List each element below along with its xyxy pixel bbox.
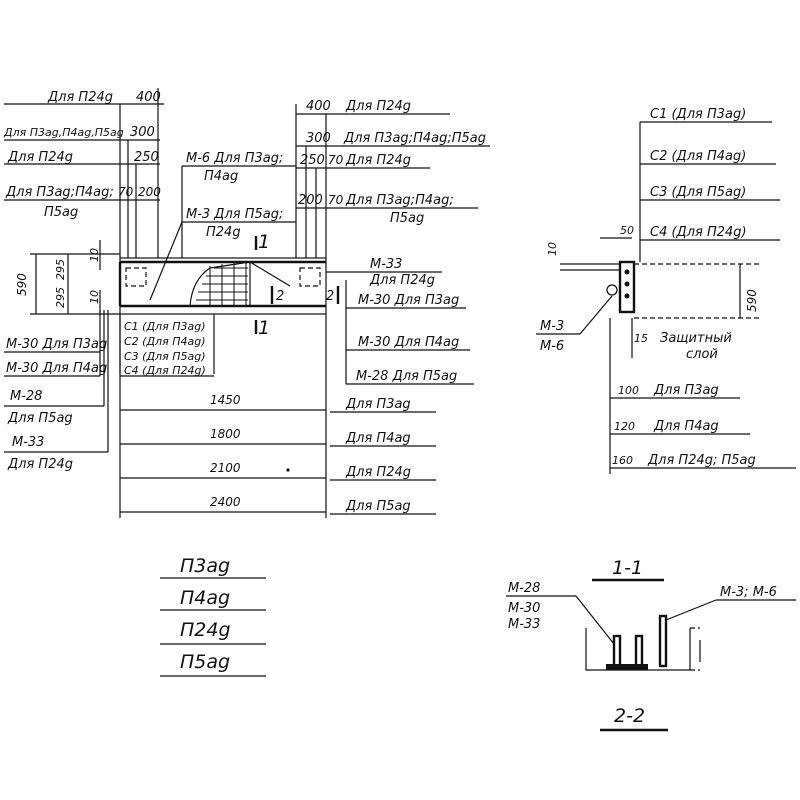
dim-10b: 10 xyxy=(88,290,101,304)
section-1-1: С1 (Для П3ag) С2 (Для П4ag) С3 (Для П5ag… xyxy=(536,107,796,582)
rt-label-for-p24g: Для П24g xyxy=(345,99,411,114)
length-2100-label: Для П24g xyxy=(345,465,411,480)
mark-list: П3ag П4ag П24g П5ag xyxy=(160,555,266,677)
dim-295b: 295 xyxy=(54,287,67,308)
length-2400-label: Для П5ag xyxy=(345,499,411,514)
c-list-c3: С3 (Для П5ag) xyxy=(124,350,206,363)
sec1-dim-590: 590 xyxy=(745,289,759,312)
sec1-depth-160-label: Для П24g; П5ag xyxy=(647,453,756,468)
mark-p5ag: П5ag xyxy=(180,651,230,673)
sec1-depth-100: 100 xyxy=(618,384,639,397)
rt-label-for-p3-p4-p5: Для П3ag;П4ag;П5ag xyxy=(343,131,486,146)
c-list: С1 (Для П3ag) С2 (Для П4ag) С3 (Для П5ag… xyxy=(119,314,215,377)
sec1-protective-2: слой xyxy=(686,347,718,362)
mark-p24g: П24g xyxy=(180,619,231,641)
cut-1-bottom: 1 xyxy=(258,317,270,339)
sec2-m3-m6: М-3; М-6 xyxy=(720,585,777,600)
sec1-c3: С3 (Для П5ag) xyxy=(650,185,746,200)
rs-label-for-p24: Для П24g xyxy=(369,273,435,288)
rt-label-for-p3-p4: Для П3ag;П4ag; xyxy=(345,193,454,208)
label-for-p24: Для П24g xyxy=(7,457,73,472)
rs-label-m30-p3: М-30 Для П3ag xyxy=(358,293,459,308)
sec1-m6: М-6 xyxy=(540,339,564,354)
sec1-dim-50: 50 xyxy=(620,224,634,237)
dim-400: 400 xyxy=(136,90,161,105)
dim-300: 300 xyxy=(130,125,155,140)
sec1-m3: М-3 xyxy=(540,319,564,334)
rt-dim-250: 250 xyxy=(300,153,325,168)
sec1-dim-15: 15 xyxy=(634,332,648,345)
rt-dim-70: 70 xyxy=(328,153,344,167)
left-dims: 590 295 295 10 10 xyxy=(15,240,120,315)
rs-label-m28-p5: М-28 Для П5ag xyxy=(356,369,457,384)
length-1450: 1450 xyxy=(210,393,241,407)
sec2-m33: М-33 xyxy=(508,617,540,632)
rt-dim-300: 300 xyxy=(306,131,331,146)
center-callouts: М-6 Для П3ag; П4ag М-3 Для П5ag; П24g 1 … xyxy=(149,151,340,339)
label-m28: М-28 xyxy=(10,389,42,404)
left-side-callouts: М-30 Для П3ag М-30 Для П4ag М-28 Для П5a… xyxy=(4,310,109,472)
sec1-dim-10: 10 xyxy=(546,242,559,256)
label-for-p3-p4-p5: Для П3ag,П4ag,П5ag xyxy=(3,126,124,139)
label-for-p3-p4: Для П3ag;П4ag; xyxy=(5,185,114,200)
sec1-c1: С1 (Для П3ag) xyxy=(650,107,746,122)
dim-295a: 295 xyxy=(54,259,67,280)
label-p5ag: П5ag xyxy=(44,205,78,220)
label-m3-p5: М-3 Для П5ag; xyxy=(186,207,283,222)
sec1-c4: С4 (Для П24g) xyxy=(650,225,747,240)
sec2-title: 2-2 xyxy=(614,705,645,727)
beam-elevation xyxy=(118,257,327,315)
rt-dim-400: 400 xyxy=(306,99,331,114)
length-dims: 1450 Для П3ag 1800 Для П4ag 2100 Для П24… xyxy=(119,314,436,518)
cut-2-right: 2 xyxy=(326,289,334,304)
rt-dim-200: 200 xyxy=(298,193,323,208)
cut-2-left: 2 xyxy=(276,289,284,304)
label-m30-p3: М-30 Для П3ag xyxy=(6,337,107,352)
dim-590: 590 xyxy=(15,273,29,296)
dim-70: 70 xyxy=(118,185,134,199)
c-list-c2: С2 (Для П4ag) xyxy=(124,335,206,348)
label-for-p24g: Для П24g xyxy=(47,90,113,105)
label-for-p24g-b: Для П24g xyxy=(7,150,73,165)
rt-dim-70b: 70 xyxy=(328,193,344,207)
sec1-protective-1: Защитный xyxy=(660,331,732,346)
right-side-callouts: М-33 Для П24g М-30 Для П3ag М-30 Для П4a… xyxy=(326,257,474,385)
rs-label-m33: М-33 xyxy=(370,257,402,272)
sec1-depth-100-label: Для П3ag xyxy=(653,383,719,398)
label-m6-p3: М-6 Для П3ag; xyxy=(186,151,283,166)
sec2-m28: М-28 xyxy=(508,581,540,596)
label-m33: М-33 xyxy=(12,435,44,450)
c-list-c4: С4 (Для П24g) xyxy=(124,364,206,377)
sec1-depth-120: 120 xyxy=(614,420,635,433)
length-2400: 2400 xyxy=(210,495,241,509)
sec1-depth-160: 160 xyxy=(612,454,633,467)
sec2-m30: М-30 xyxy=(508,601,540,616)
left-top-callouts: Для П24g 400 Для П3ag,П4ag,П5ag 300 Для … xyxy=(3,88,164,258)
rs-label-m30-p4: М-30 Для П4ag xyxy=(358,335,459,350)
label-for-p5: Для П5ag xyxy=(7,411,73,426)
right-top-callouts: 400 Для П24g 300 Для П3ag;П4ag;П5ag 250 … xyxy=(295,99,490,258)
mark-p3ag: П3ag xyxy=(180,555,230,577)
dim-10: 10 xyxy=(88,248,101,262)
label-m6-p4: П4ag xyxy=(204,169,238,184)
sec1-c2: С2 (Для П4ag) xyxy=(650,149,746,164)
cut-1-top: 1 xyxy=(258,231,270,253)
section-2-2: М-28 М-30 М-33 М-3; М-6 2-2 xyxy=(506,581,796,732)
sec1-title: 1-1 xyxy=(612,557,643,579)
label-m30-p4: М-30 Для П4ag xyxy=(6,361,107,376)
mark-p4ag: П4ag xyxy=(180,587,230,609)
c-list-c1: С1 (Для П3ag) xyxy=(124,320,206,333)
length-1800-label: Для П4ag xyxy=(345,431,411,446)
dim-200: 200 xyxy=(138,185,161,199)
rt-label-p5ag: П5ag xyxy=(390,211,424,226)
length-1450-label: Для П3ag xyxy=(345,397,411,412)
length-2100: 2100 xyxy=(210,461,241,475)
sec1-depth-120-label: Для П4ag xyxy=(653,419,719,434)
label-m3-p24: П24g xyxy=(206,225,241,240)
length-1800: 1800 xyxy=(210,427,241,441)
rt-label-for-p24g-b: Для П24g xyxy=(345,153,411,168)
dim-250: 250 xyxy=(134,150,159,165)
